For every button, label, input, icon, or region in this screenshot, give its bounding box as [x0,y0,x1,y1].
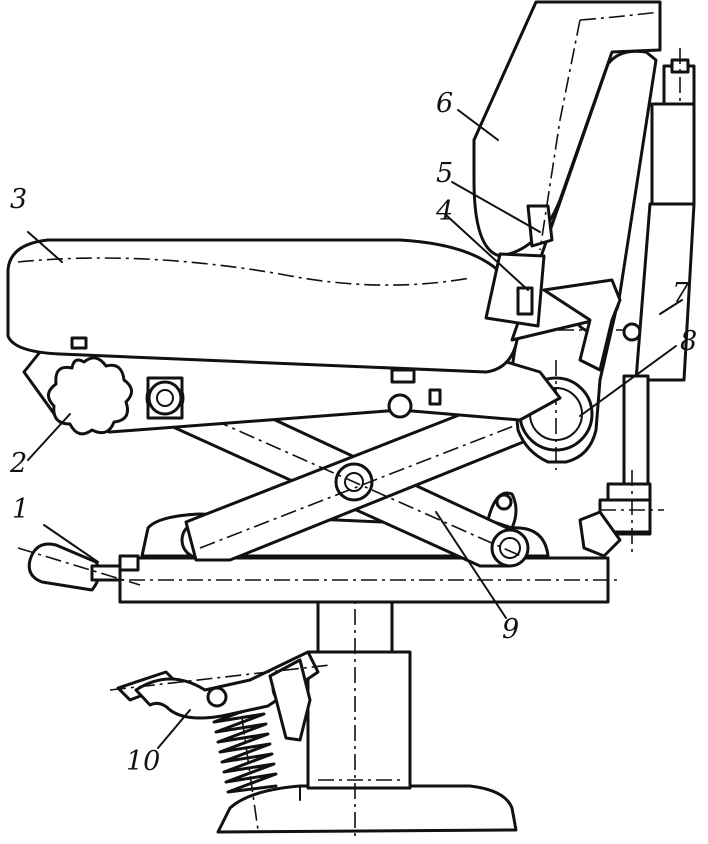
callout-5: 5 [436,158,453,189]
callout-10: 10 [126,746,160,777]
shock-absorber [578,48,696,558]
base-plate [100,556,620,604]
height-spring [212,689,278,831]
callout-1: 1 [12,494,29,525]
pedestal-column [306,580,412,840]
callout-9: 9 [502,614,519,645]
leader-lines [27,109,683,749]
callout-3: 3 [10,184,27,215]
callout-2: 2 [9,448,27,479]
pedestal-foot [216,784,518,834]
backrest [472,0,662,372]
callout-labels: 1 2 3 4 5 6 7 8 9 10 [9,88,697,777]
pedal-lever [109,650,331,742]
handle-1 [17,542,141,592]
callout-4: 4 [435,196,453,227]
seat-cushion [6,238,520,374]
callout-6: 6 [436,88,453,119]
callout-8: 8 [680,326,697,357]
callout-7: 7 [672,278,690,309]
adjust-knob-2 [47,356,133,436]
